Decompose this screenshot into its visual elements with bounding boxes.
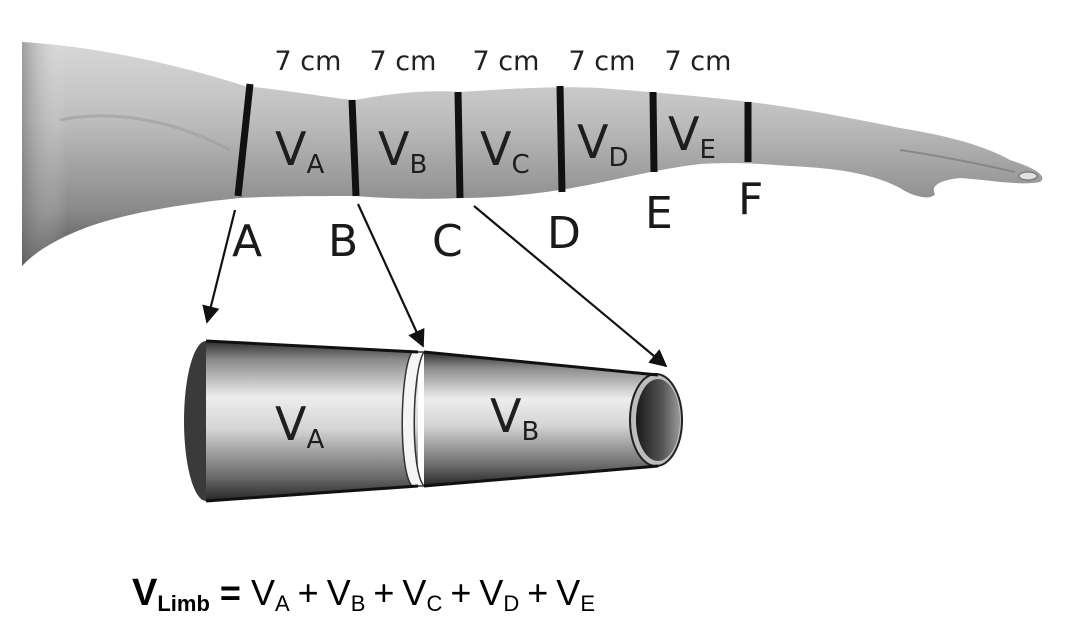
arrow-b [356, 203, 425, 348]
frustum-segment-a [206, 341, 418, 501]
segment-label-e: VE [668, 107, 716, 165]
frustum-bottom-edge [205, 464, 659, 503]
arm-illustration [22, 42, 1043, 266]
boundary-point-labels: A B C D E F [232, 174, 763, 267]
band-e [649, 91, 658, 173]
arm-shading [22, 42, 245, 266]
segment-label-d: VD [577, 115, 629, 173]
hand-contour [899, 149, 1016, 173]
spacing-label: 7 cm [665, 46, 732, 77]
point-label-b: B [328, 216, 358, 267]
fingernail-shape [1018, 171, 1038, 181]
segment-labels: VA VB VC VD VE [275, 107, 716, 180]
segment-label-a: VA [275, 122, 324, 180]
arrow-a [202, 209, 237, 324]
frustum-model: VA VB [184, 339, 683, 503]
spacing-label: 7 cm [275, 46, 342, 77]
band-b [348, 99, 360, 197]
frustum-label-a: VA [275, 397, 324, 455]
point-label-c: C [432, 216, 463, 267]
frustum-segment-b [424, 352, 658, 486]
measurement-bands [234, 83, 752, 199]
point-label-d: D [547, 208, 581, 259]
limb-volume-equation: VLimb=VA+VB+VC+VD+VE [132, 572, 595, 616]
spacing-label: 7 cm [569, 46, 636, 77]
arm-shape [22, 42, 1043, 266]
projection-arrows [202, 203, 668, 368]
frustum-right-opening [636, 379, 680, 461]
frustum-top-edge [205, 339, 659, 377]
frustum-separator-ring [401, 351, 426, 487]
band-c [454, 91, 464, 199]
spacing-label: 7 cm [370, 46, 437, 77]
point-label-f: F [738, 174, 763, 225]
arrow-c [473, 205, 668, 368]
spacing-labels: 7 cm 7 cm 7 cm 7 cm 7 cm [275, 46, 732, 77]
spacing-label: 7 cm [473, 46, 540, 77]
band-d [556, 85, 566, 193]
band-a [234, 83, 254, 197]
segment-label-c: VC [480, 122, 530, 180]
point-label-e: E [645, 188, 673, 239]
arm-contour [59, 114, 231, 152]
point-label-a: A [232, 216, 262, 267]
frustum-label-b: VB [490, 389, 539, 447]
segment-label-b: VB [378, 122, 427, 180]
